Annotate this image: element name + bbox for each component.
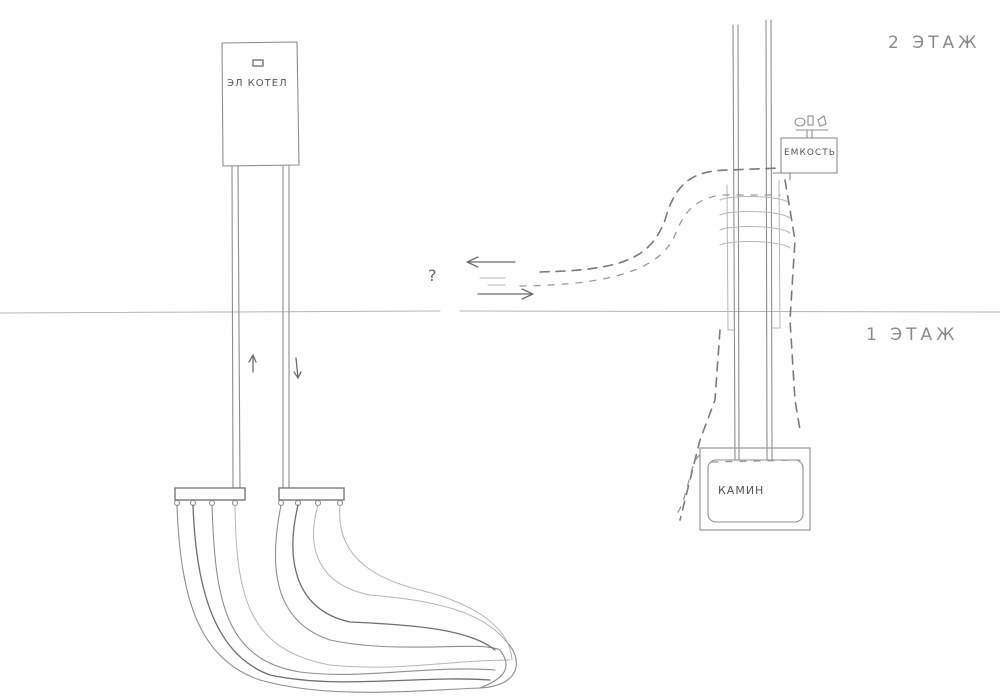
boiler-box xyxy=(221,41,300,167)
tank-label: ЕМКОСТЬ xyxy=(784,148,836,158)
tank-box xyxy=(772,115,838,181)
riser-pipes xyxy=(726,19,781,461)
floor-2-label: 2 ЭТАЖ xyxy=(888,33,981,53)
flow-arrow-up-icon xyxy=(248,353,257,373)
question-mark: ? xyxy=(428,266,438,285)
arrow-right-icon xyxy=(477,277,535,300)
flow-arrow-down-icon xyxy=(293,357,302,380)
floor-heating-loops xyxy=(176,504,517,693)
heat-exchanger-coil xyxy=(719,196,791,249)
fireplace-label: КАМИН xyxy=(718,484,765,497)
manifold-left xyxy=(173,487,246,507)
dashed-pipe-route xyxy=(519,167,801,521)
boiler-pipes xyxy=(231,165,290,489)
arrow-left-icon xyxy=(465,256,516,268)
manifold-right xyxy=(277,487,345,507)
boiler-label: ЭЛ КОТЕЛ xyxy=(227,78,288,89)
fireplace-box xyxy=(699,447,811,531)
floor-1-label: 1 ЭТАЖ xyxy=(866,325,959,345)
floor-divider-line xyxy=(0,310,1000,314)
